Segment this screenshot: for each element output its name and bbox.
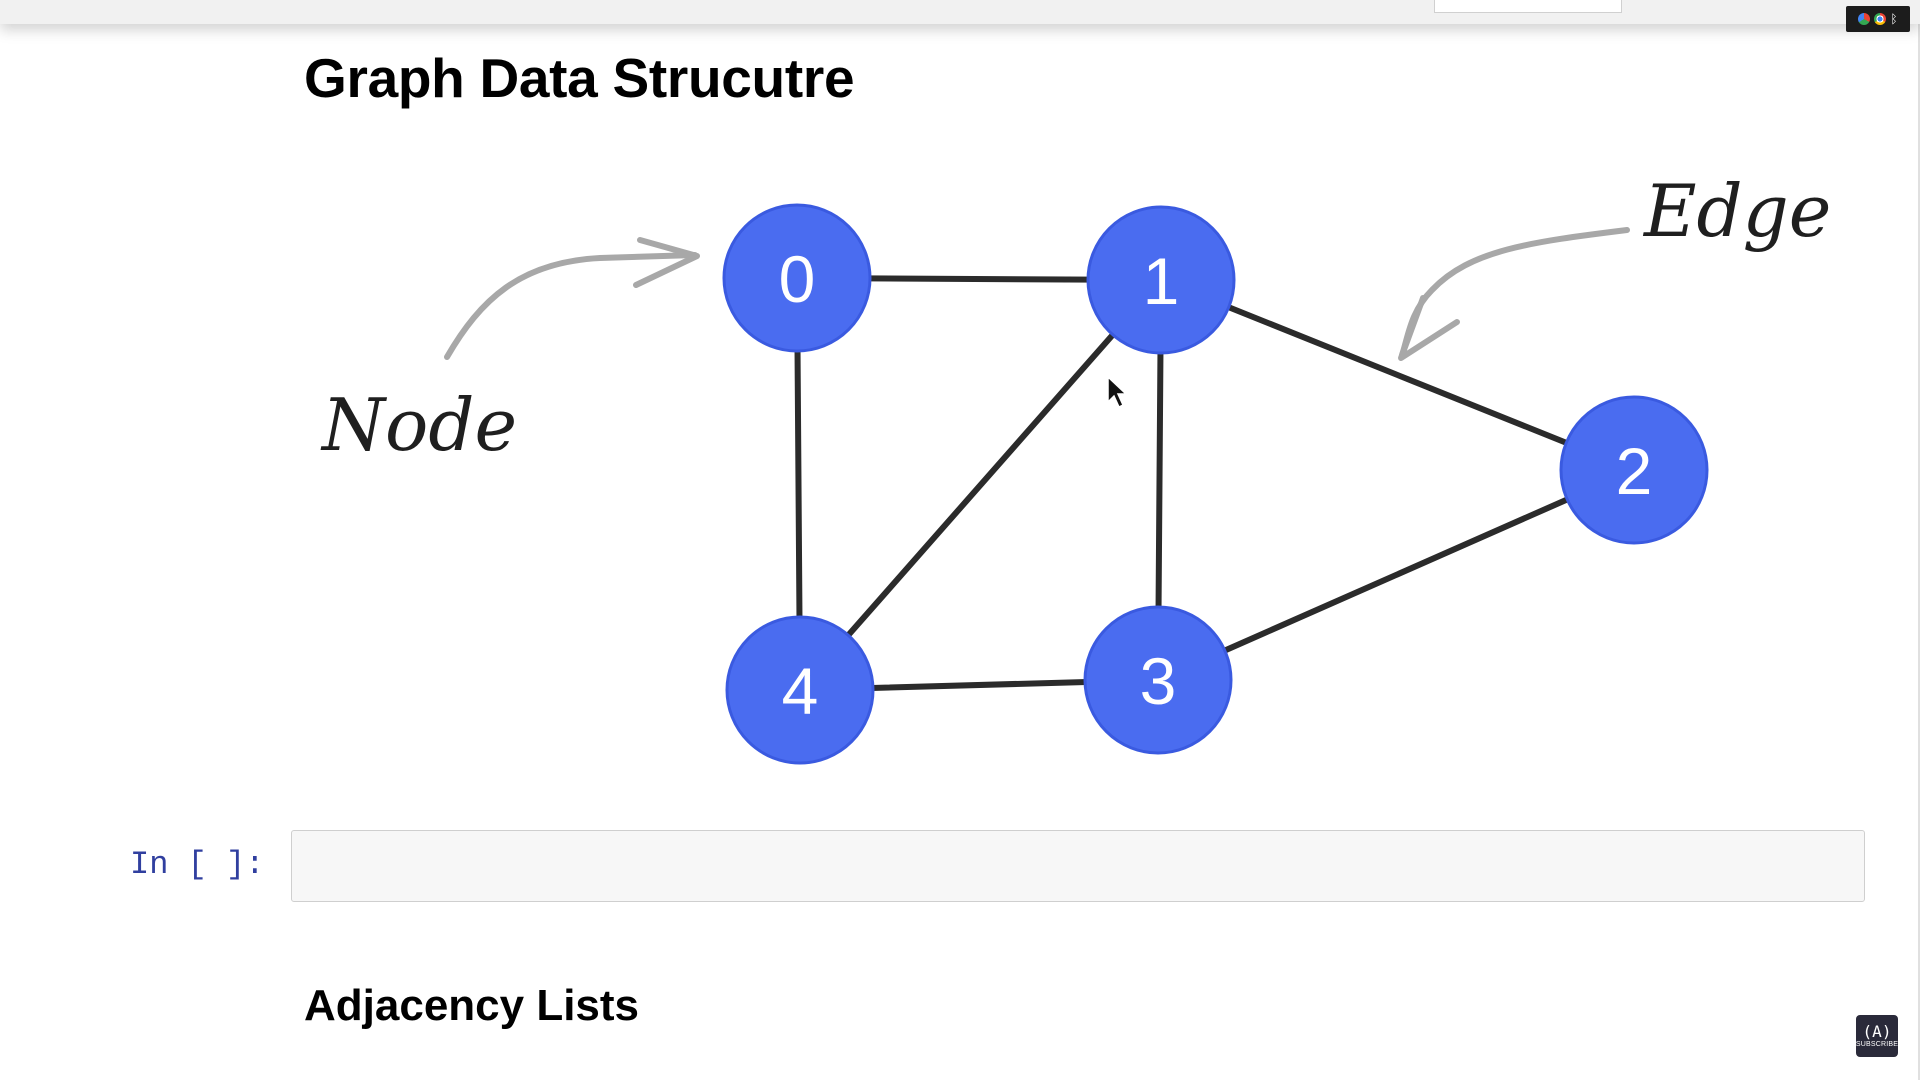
- node-label: 0: [779, 242, 816, 316]
- graph-node-0: 0: [722, 203, 872, 353]
- mouse-pointer-icon: [1107, 375, 1128, 409]
- window-edge: [1918, 0, 1920, 1080]
- node-arrowhead-icon: [633, 237, 700, 288]
- node-label: 4: [782, 654, 819, 728]
- graph-edge-1-2: [1158, 277, 1637, 473]
- subscribe-label: SUBSCRIBE: [1855, 1040, 1899, 1048]
- section-heading: Adjacency Lists: [304, 981, 640, 1030]
- node-circle: [725, 615, 875, 765]
- node-label: 1: [1143, 244, 1180, 318]
- node-annotation-label: Node: [320, 383, 517, 467]
- node-label: 3: [1140, 644, 1177, 718]
- extension-icon[interactable]: [1858, 13, 1870, 25]
- graph-node-4: 4: [725, 615, 875, 765]
- edge-arrowhead-icon: [1398, 295, 1460, 361]
- graph-node-3: 3: [1083, 605, 1233, 755]
- freecodecamp-logo-icon: (A): [1862, 1021, 1892, 1041]
- edges-layer: [794, 275, 1637, 693]
- edge-annotation-label: Edge: [1642, 169, 1831, 253]
- cell-prompt: In [ ]:: [130, 846, 265, 883]
- chrome-icon[interactable]: [1874, 13, 1886, 25]
- node-circle: [1559, 395, 1709, 545]
- nodes-layer: 0 1 2 3 4: [722, 203, 1709, 765]
- graph-node-1: 1: [1086, 205, 1236, 355]
- code-cell-input[interactable]: [291, 830, 1865, 902]
- node-annotation-arrow: [444, 252, 698, 360]
- browser-toolbar: [0, 0, 1920, 24]
- bluetooth-icon[interactable]: ᛒ: [1890, 12, 1898, 26]
- node-circle: [722, 203, 872, 353]
- node-circle: [1083, 605, 1233, 755]
- notebook-heading: Graph Data Strucutre: [304, 47, 855, 109]
- node-label: 2: [1616, 434, 1653, 508]
- graph-node-2: 2: [1559, 395, 1709, 545]
- extension-icons: ᛒ: [1846, 6, 1910, 32]
- graph-edge-1-4: [797, 277, 1164, 693]
- toolbar-search-box[interactable]: [1434, 0, 1622, 13]
- node-circle: [1086, 205, 1236, 355]
- graph-edge-2-3: [1155, 467, 1637, 683]
- subscribe-badge[interactable]: (A) SUBSCRIBE: [1856, 1015, 1898, 1057]
